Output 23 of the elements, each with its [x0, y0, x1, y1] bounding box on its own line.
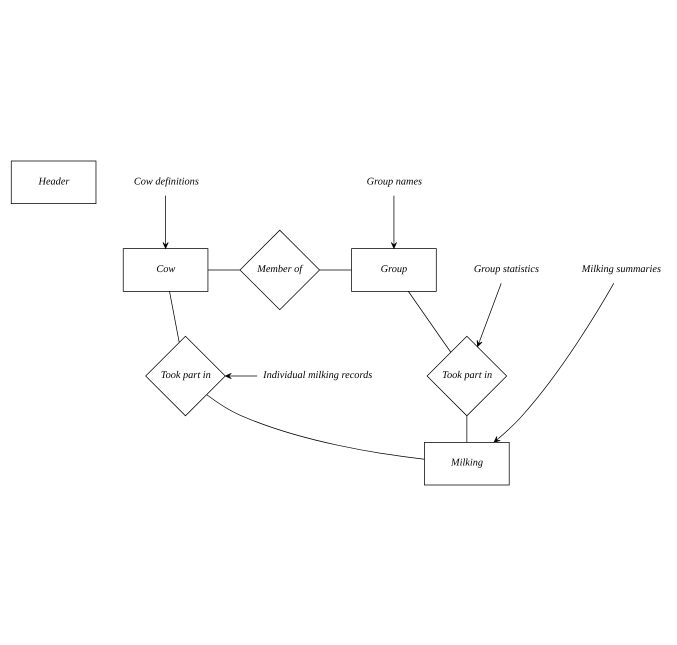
connector: [408, 290, 452, 352]
arrow: [390, 194, 397, 248]
arrow: [225, 372, 258, 379]
connector: [466, 414, 468, 442]
node-text: Cow definitions: [134, 176, 199, 187]
node-box: Header: [10, 160, 96, 204]
connector: [208, 269, 240, 270]
node-box: Cow: [122, 248, 208, 292]
arrow: [476, 282, 502, 347]
node-diamond: Took part in: [145, 335, 226, 416]
node-box: Milking: [424, 441, 510, 485]
node-text: Milking summaries: [582, 263, 661, 274]
connector: [206, 394, 425, 460]
node-diamond: Took part in: [426, 335, 508, 416]
arrow: [494, 282, 614, 442]
connector: [169, 290, 180, 342]
node-text: Group statistics: [474, 263, 539, 274]
node-text: Individual milking records: [263, 370, 372, 381]
node-box: Group: [351, 248, 437, 292]
node-diamond: Member of: [239, 229, 320, 310]
node-text: Group names: [366, 176, 422, 187]
connector: [319, 269, 352, 270]
arrow: [162, 194, 169, 248]
